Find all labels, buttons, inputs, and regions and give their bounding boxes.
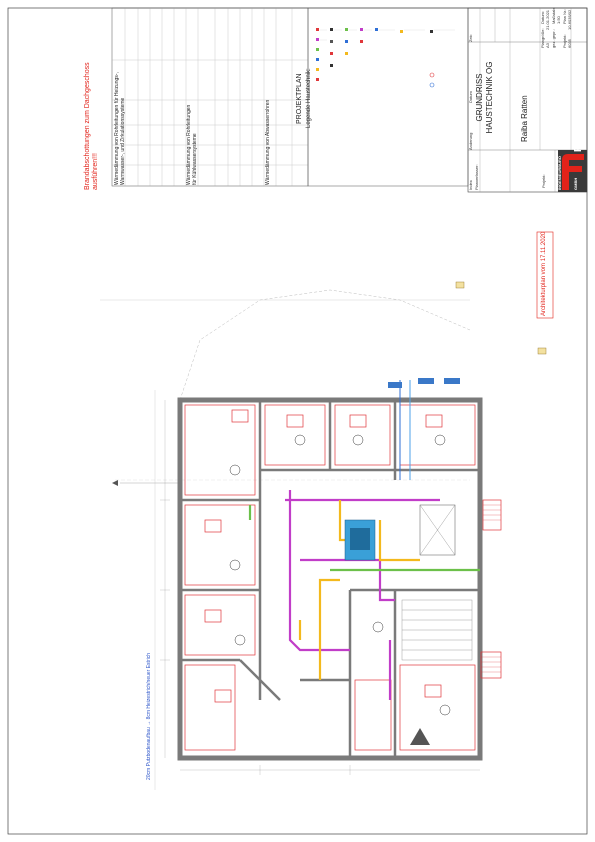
heating-insulation-title: Wärmedämmung von Rohrleitungen für Heizu…: [114, 15, 126, 185]
fire-barrier-note: Brandabschottungen zum Dachgeschoss ausf…: [84, 40, 100, 190]
drawing-title-line1: GRUNDRISS: [475, 73, 484, 122]
drawing-title-line2: HAUSTECHNIK OG: [485, 61, 494, 134]
floor-build-up-note: 20cm Putzbodenaufbau → 8cm Heizestrich/n…: [146, 652, 152, 780]
meta-value-5: 10-6035/02: [567, 9, 572, 30]
drawing-title: GRUNDRISS HAUSTECHNIK OG: [475, 45, 495, 150]
logo-side: GMBH: [573, 177, 578, 190]
waste-insulation-title: Wärmedämmung von Abwasserrohren: [265, 99, 271, 185]
logo-sub: INGENIEURBÜRO: [557, 155, 562, 190]
meta-value-3: 1:50: [556, 16, 561, 24]
project-label: Projekt:: [541, 174, 546, 188]
architecture-date-note: Architekturplan vom 17.11.2020: [541, 231, 547, 316]
change-label: Änderung: [468, 132, 473, 150]
index-label: Index: [468, 180, 473, 190]
meta-label-5: 6035: [567, 39, 572, 48]
heating-title-line2: Warmwasser-, und Zirkulationssysteme: [120, 97, 126, 185]
legend-heading: PROJEKTPLAN: [296, 73, 303, 124]
logo-main: FANDL: [573, 118, 584, 152]
fire-note-line2: ausführen!!!: [92, 153, 99, 190]
planner-label: Planverfasser:: [474, 164, 479, 190]
meta-value-1: 21.01.2021: [545, 9, 550, 30]
cooling-insulation-title: Wärmedämmung von Rohrleitungen für Kühlw…: [186, 15, 198, 185]
date-label: Datum: [468, 91, 473, 103]
revision-index: Zeic: [468, 34, 473, 42]
project-name: Raiba Ratten: [520, 95, 529, 142]
fire-note-line1: Brandabschottungen zum Dachgeschoss: [84, 62, 91, 190]
meta-label-2: gez. gepr.:: [551, 29, 556, 48]
cooling-title-line2: für Kühlwassersysteme: [192, 133, 198, 185]
legend-subheading: Legende Haustechnik:: [306, 68, 312, 128]
meta-label-1: A3: [545, 43, 550, 48]
